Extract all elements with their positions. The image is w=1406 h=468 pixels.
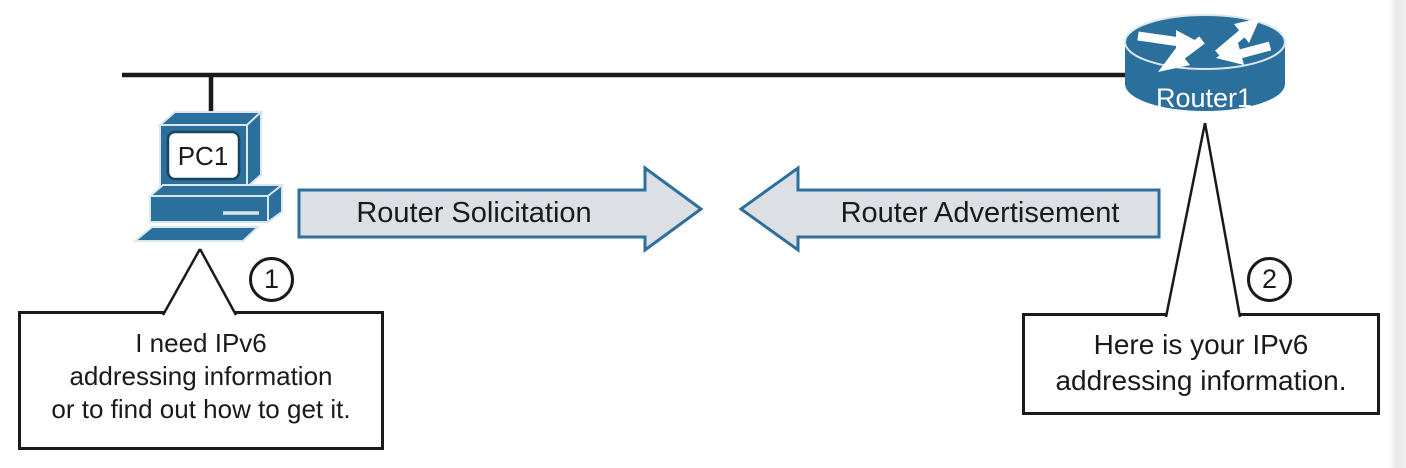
- router-advertisement-arrow: Router Advertisement: [738, 165, 1161, 253]
- router-icon: Router1: [1124, 14, 1286, 113]
- router-callout-line-2: addressing information.: [1055, 365, 1347, 396]
- pc-monitor-side: [246, 109, 262, 190]
- pc-monitor-top: [157, 111, 264, 126]
- pc-unit-top: [147, 184, 285, 197]
- router-label: Router1: [1156, 83, 1252, 113]
- router-advertisement-label: Router Advertisement: [841, 197, 1120, 229]
- router-advertisement-shape: [738, 165, 1161, 253]
- pc-callout-line-1: I need IPv6: [135, 328, 267, 358]
- step-1-badge: 1: [249, 257, 294, 302]
- pc-screen: [166, 130, 241, 181]
- pc-label: PC1: [178, 141, 229, 171]
- step-2-badge: 2: [1247, 257, 1292, 302]
- router-solicitation-label: Router Solicitation: [356, 197, 591, 229]
- pc-callout-line-3: or to find out how to get it.: [51, 394, 351, 424]
- router-solicitation-arrow: Router Solicitation: [297, 165, 704, 253]
- pc-callout: I need IPv6 addressing information or to…: [18, 311, 384, 450]
- pc-keyboard: [132, 226, 261, 242]
- router-solicitation-shape: [297, 165, 704, 253]
- router-arrows-icon: [1137, 18, 1272, 72]
- pc-icon: PC1: [132, 109, 285, 242]
- page-edge-artifact: [1389, 0, 1406, 468]
- pc-callout-line-2: addressing information: [69, 361, 333, 391]
- pc-unit-front: [149, 195, 269, 223]
- router-callout-line-1: Here is your IPv6: [1093, 329, 1309, 360]
- router-callout: Here is your IPv6 addressing information…: [1022, 313, 1380, 415]
